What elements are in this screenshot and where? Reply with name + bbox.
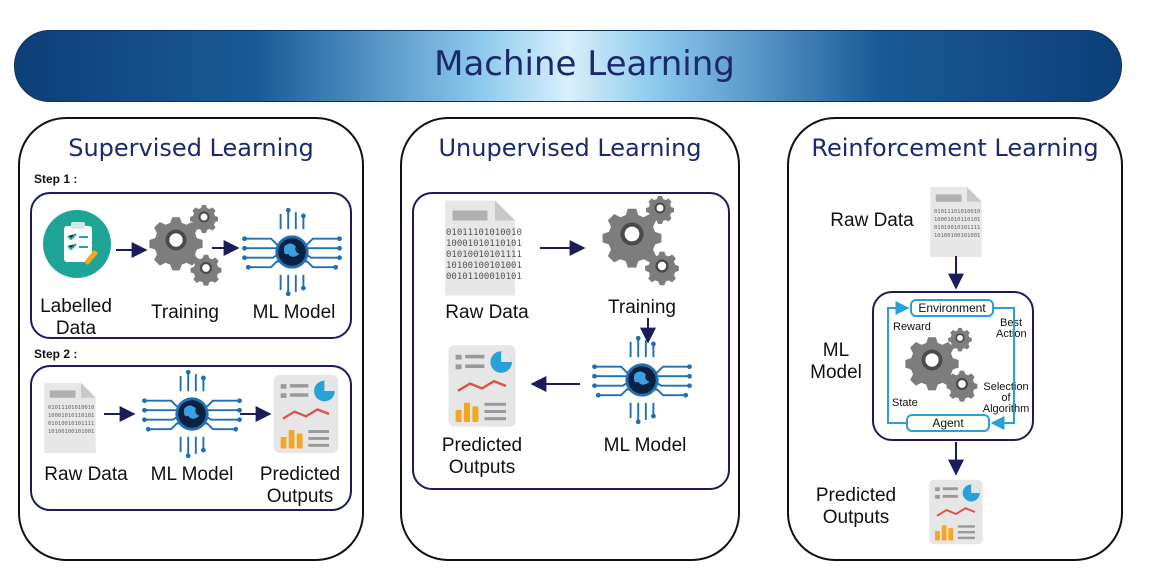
training-label: Training <box>151 302 219 323</box>
predicted-report-icon-u <box>447 344 517 428</box>
doc-line: 01010010101111 <box>934 225 981 231</box>
step1-box <box>30 192 352 339</box>
ml-model-chip-icon-u <box>590 334 694 426</box>
doc-line: 10001010110101 <box>48 413 95 419</box>
predicted-report-icon <box>272 373 340 455</box>
step2-label: Step 2 : <box>34 347 78 361</box>
doc-line: 01011101010010 <box>934 209 981 215</box>
doc-line: 00101100010101 <box>446 272 522 282</box>
unsupervised-title: Unupervised Learning <box>438 134 702 162</box>
supervised-panel <box>18 117 364 561</box>
doc-line: 01011101010010 <box>48 405 95 411</box>
doc-line: 10100100101001 <box>446 261 522 271</box>
doc-binary-text-u: 01011101010010 10001010110101 0101001010… <box>446 228 526 283</box>
title-banner <box>14 30 1122 102</box>
ml-model-chip-icon <box>240 206 344 298</box>
ml-model-label-u: ML Model <box>603 435 687 456</box>
doc-binary-text-s: 01011101010010 10001010110101 0101001010… <box>48 404 98 436</box>
doc-line: 10100100101001 <box>934 233 981 239</box>
agent-box <box>906 414 990 432</box>
unsupervised-panel <box>400 117 740 561</box>
ml-model-label-2: ML Model <box>150 464 234 485</box>
ml-model-label: ML Model <box>252 302 336 323</box>
training-gears-icon-u <box>602 196 679 286</box>
clipboard-icon <box>43 210 111 278</box>
ml-model-label-r: ML Model <box>810 340 862 383</box>
raw-data-label: Raw Data <box>44 464 128 485</box>
doc-line: 01011101010010 <box>446 228 522 238</box>
predicted-outputs-label-u: Predicted Outputs <box>441 435 523 478</box>
unsupervised-box <box>412 192 730 490</box>
predicted-outputs-label: Predicted Outputs <box>259 464 341 507</box>
supervised-title: Supervised Learning <box>68 134 314 162</box>
doc-line: 10001010110101 <box>446 239 522 249</box>
agent-label: Agent <box>932 416 964 430</box>
selection-label: Selection of Algorithm <box>982 381 1030 415</box>
step1-label: Step 1 : <box>34 172 78 186</box>
step2-box <box>30 365 352 511</box>
doc-line: 10100100101001 <box>48 429 95 435</box>
reinforcement-title: Reinforcement Learning <box>811 134 1099 162</box>
raw-data-label-u: Raw Data <box>445 302 529 323</box>
rl-box <box>872 291 1034 441</box>
state-label: State <box>892 397 918 409</box>
page-title: Machine Learning <box>434 44 735 84</box>
environment-box <box>910 299 994 317</box>
doc-binary-text-r: 01011101010010 10001010110101 0101001010… <box>934 208 984 240</box>
predicted-report-icon-r <box>928 478 984 546</box>
rl-gears-icon <box>905 327 978 402</box>
ml-model-chip-icon-2 <box>140 368 244 460</box>
doc-line: 01010010101111 <box>48 421 95 427</box>
doc-line: 10001010110101 <box>934 217 981 223</box>
training-label-u: Training <box>608 297 676 318</box>
raw-data-label-r: Raw Data <box>830 210 914 231</box>
reinforcement-panel <box>787 117 1123 561</box>
environment-label: Environment <box>918 301 986 315</box>
predicted-outputs-label-r: Predicted Outputs <box>815 485 897 528</box>
best-action-label: Best Action <box>996 317 1027 340</box>
training-gears-icon <box>149 205 222 286</box>
labelled-data-label: Labelled Data <box>40 296 112 339</box>
rl-loop-arrows <box>887 301 1015 430</box>
doc-line: 01010010101111 <box>446 250 522 260</box>
reward-label: Reward <box>893 321 931 333</box>
